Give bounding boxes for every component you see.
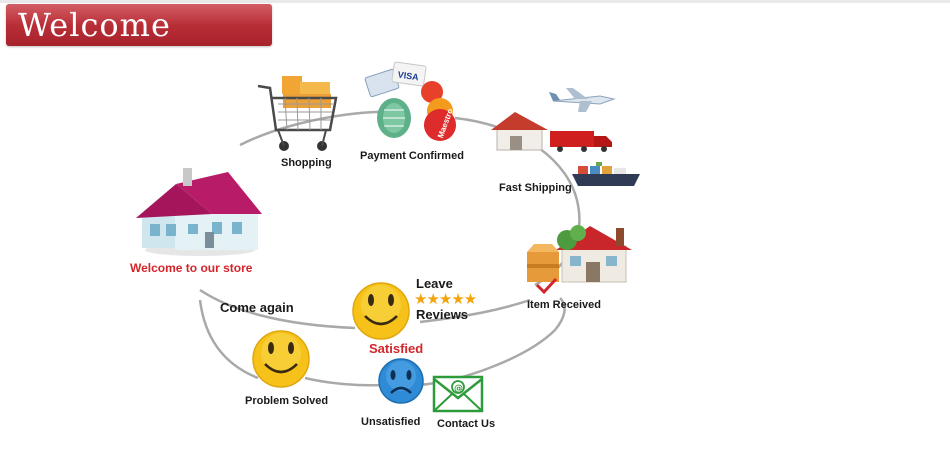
- delivered-house-icon: [527, 225, 632, 295]
- banner-title: Welcome: [18, 6, 171, 44]
- label-welcome-store: Welcome to our store: [130, 261, 253, 275]
- label-contact-us: Contact Us: [437, 418, 496, 430]
- smiley-icon: [252, 330, 310, 388]
- shopping-cart-icon: [257, 76, 338, 151]
- welcome-banner: Welcome: [6, 4, 272, 46]
- warehouse-icon: [491, 112, 548, 151]
- banner-shine: [6, 4, 272, 25]
- ship-icon: [572, 162, 640, 186]
- label-fast-shipping: Fast Shipping: [499, 182, 572, 194]
- envelope-icon: @: [432, 375, 484, 413]
- svg-text:@: @: [454, 384, 463, 394]
- label-problem-solved: Problem Solved: [245, 395, 329, 407]
- label-shopping: Shopping: [281, 157, 332, 169]
- label-unsatisfied: Unsatisfied: [361, 416, 421, 428]
- label-come-again: Come again: [220, 300, 294, 315]
- label-satisfied: Satisfied: [369, 341, 424, 356]
- store-house-icon: [136, 168, 262, 256]
- top-divider: [0, 0, 950, 3]
- label-leave: Leave: [416, 276, 453, 291]
- payment-cards-icon: VISA Maestro: [364, 61, 456, 141]
- airplane-icon: [549, 88, 616, 112]
- label-item-received: Item Received: [527, 299, 601, 311]
- label-reviews: Reviews: [416, 307, 469, 322]
- truck-icon: [550, 131, 612, 152]
- sad-face-icon: [378, 358, 424, 404]
- review-stars: ★★★★★: [414, 290, 477, 308]
- label-payment-confirmed: Payment Confirmed: [360, 150, 464, 162]
- visa-card-label: VISA: [397, 69, 420, 82]
- smiley-icon: [352, 282, 410, 340]
